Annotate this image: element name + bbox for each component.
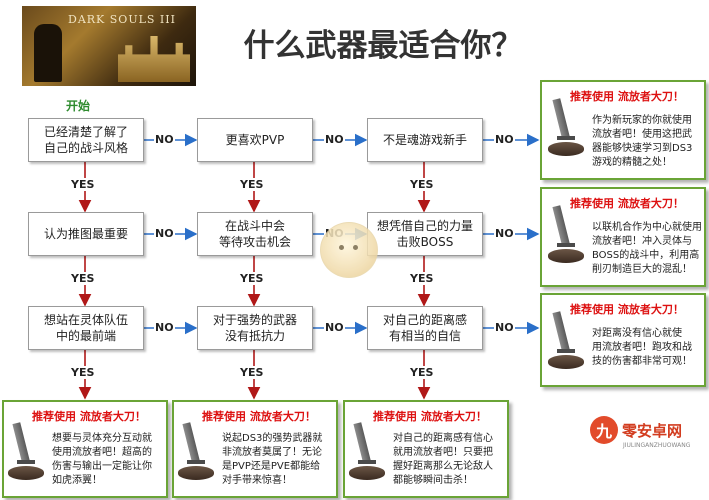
- node-text: 认为推图最重要: [43, 227, 128, 241]
- edge-label-no: NO: [324, 321, 345, 334]
- decision-node-strong-weapon: 对于强势的武器 没有抵抗力: [197, 306, 313, 350]
- node-text: 想站在灵体队伍 中的最前端: [43, 313, 128, 343]
- decision-node-fighting-style: 已经清楚了解了 自己的战斗风格: [28, 118, 144, 162]
- edge-label-yes: YES: [409, 272, 435, 285]
- dark-souls-banner: DARK SOULS III: [22, 6, 196, 86]
- node-text: 在战斗中会 等待攻击机会: [218, 219, 291, 249]
- edge-label-yes: YES: [239, 178, 265, 191]
- recommendation-card: 推荐使用 流放者大刀！ 对自己的距离感有信心 就用流放者吧！只要把 握好距离那么…: [343, 400, 509, 498]
- recommendation-card: 推荐使用 流放者大刀！ 以联机合作为中心就使用 流放者吧！冲入灵体与 BOSS的…: [540, 187, 706, 287]
- greatsword-icon: [349, 422, 385, 482]
- greatsword-icon: [8, 422, 44, 482]
- greatsword-icon: [548, 205, 584, 265]
- greatsword-icon: [548, 98, 584, 158]
- banner-logo-text: DARK SOULS III: [68, 13, 176, 26]
- greatsword-icon: [178, 422, 214, 482]
- card-body: 对自己的距离感有信心 就用流放者吧！只要把 握好距离那么无论敌人 都能够瞬间击杀…: [393, 433, 493, 486]
- page-title: 什么武器最适合你？: [243, 28, 523, 64]
- decision-node-patience: 在战斗中会 等待攻击机会: [197, 212, 313, 256]
- card-body: 以联机合作为中心就使用 流放者吧！冲入灵体与 BOSS的战斗中，利用高 削刃制造…: [592, 222, 702, 275]
- edge-label-no: NO: [154, 133, 175, 146]
- card-body: 想要与灵体充分互动就 使用流放者吧！超高的 伤害与输出一定能让你 如虎添翼！: [52, 433, 152, 486]
- edge-label-yes: YES: [70, 178, 96, 191]
- node-text: 更喜欢PVP: [225, 133, 285, 147]
- watermark-url: JIULINGANZHUOWANG: [623, 442, 691, 449]
- decision-node-spacing: 对自己的距离感 有相当的自信: [367, 306, 483, 350]
- edge-label-yes: YES: [239, 366, 265, 379]
- card-head: 推荐使用 流放者大刀！: [570, 90, 684, 103]
- decision-node-veteran: 不是魂游戏新手: [367, 118, 483, 162]
- edge-label-no: NO: [494, 133, 515, 146]
- node-text: 已经清楚了解了 自己的战斗风格: [43, 125, 128, 155]
- decision-node-solo-boss: 想凭借自己的力量 击败BOSS: [367, 212, 483, 256]
- card-body: 作为新玩家的你就使用 流放者吧！使用这把武 器能够快速学习到DS3 游戏的精髓之…: [592, 115, 693, 168]
- recommendation-card: 推荐使用 流放者大刀！ 说起DS3的强势武器就 非流放者莫属了！无论 是PVP还…: [172, 400, 338, 498]
- card-head: 推荐使用 流放者大刀！: [570, 303, 684, 316]
- greatsword-icon: [548, 311, 584, 371]
- card-head: 推荐使用 流放者大刀！: [570, 197, 684, 210]
- card-body: 对距离没有信心就使 用流放者吧！跑攻和战 技的伤害都非常可观！: [592, 328, 692, 367]
- edge-label-no: NO: [324, 133, 345, 146]
- card-head: 推荐使用 流放者大刀！: [202, 410, 316, 423]
- edge-label-no: NO: [494, 321, 515, 334]
- card-head: 推荐使用 流放者大刀！: [32, 410, 146, 423]
- edge-label-yes: YES: [409, 366, 435, 379]
- watermark-badge: 九: [590, 416, 618, 444]
- edge-label-yes: YES: [239, 272, 265, 285]
- mascot-watermark: [320, 222, 378, 278]
- card-head: 推荐使用 流放者大刀！: [373, 410, 487, 423]
- recommendation-card: 推荐使用 流放者大刀！ 作为新玩家的你就使用 流放者吧！使用这把武 器能够快速学…: [540, 80, 706, 180]
- edge-label-no: NO: [154, 227, 175, 240]
- decision-node-pvp: 更喜欢PVP: [197, 118, 313, 162]
- decision-node-progress: 认为推图最重要: [28, 212, 144, 256]
- card-body: 说起DS3的强势武器就 非流放者莫属了！无论 是PVP还是PVE都能给 对手带来…: [222, 433, 323, 486]
- watermark-name: 零安卓网: [622, 422, 683, 440]
- node-text: 不是魂游戏新手: [382, 133, 467, 147]
- knight-silhouette: [34, 24, 62, 82]
- edge-label-no: NO: [154, 321, 175, 334]
- edge-label-yes: YES: [409, 178, 435, 191]
- recommendation-card: 推荐使用 流放者大刀！ 对距离没有信心就使 用流放者吧！跑攻和战 技的伤害都非常…: [540, 293, 706, 387]
- edge-label-yes: YES: [70, 272, 96, 285]
- node-text: 对于强势的武器 没有抵抗力: [212, 313, 297, 343]
- node-text: 对自己的距离感 有相当的自信: [382, 313, 467, 343]
- recommendation-card: 推荐使用 流放者大刀！ 想要与灵体充分互动就 使用流放者吧！超高的 伤害与输出一…: [2, 400, 168, 498]
- edge-label-no: NO: [494, 227, 515, 240]
- site-watermark: 九 零安卓网 JIULINGANZHUOWANG: [590, 410, 705, 454]
- start-label: 开始: [66, 99, 91, 113]
- node-text: 想凭借自己的力量 击败BOSS: [376, 219, 473, 249]
- edge-label-yes: YES: [70, 366, 96, 379]
- decision-node-frontline: 想站在灵体队伍 中的最前端: [28, 306, 144, 350]
